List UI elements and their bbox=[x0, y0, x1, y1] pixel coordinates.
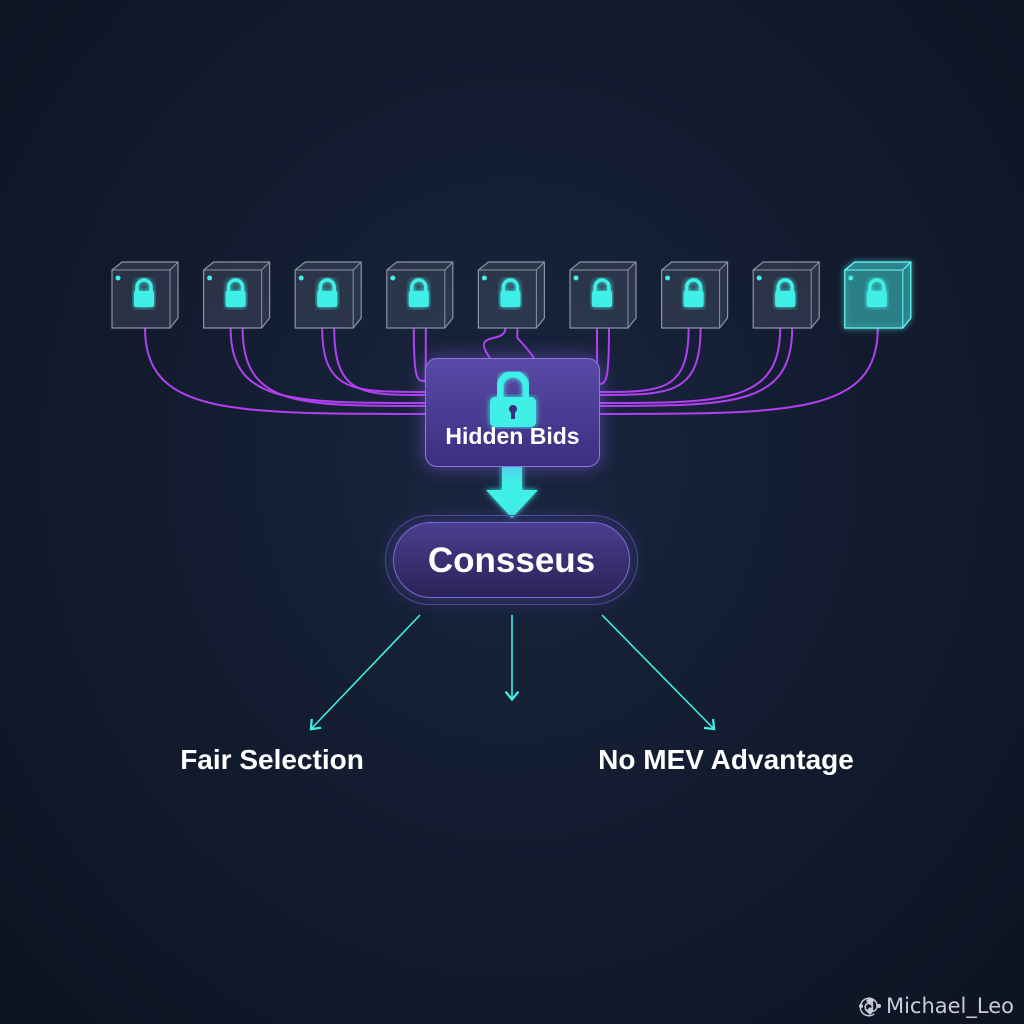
outcome-fair-selection: Fair Selection bbox=[180, 744, 364, 775]
node-cube bbox=[386, 261, 454, 329]
consensus-label: Consseus bbox=[427, 541, 596, 580]
bid-wire bbox=[482, 327, 507, 359]
lock-icon bbox=[866, 278, 887, 307]
consensus-outline bbox=[385, 515, 638, 605]
lock-icon bbox=[500, 278, 521, 307]
node-cube bbox=[203, 261, 271, 329]
node-cube bbox=[569, 261, 637, 329]
node-cube bbox=[294, 261, 362, 329]
bid-wire bbox=[516, 327, 535, 359]
diamond-logo-icon bbox=[859, 997, 882, 1015]
watermark: @ Michael_Leo bbox=[858, 994, 1014, 1018]
node-cube bbox=[477, 261, 545, 329]
consensus-node: Consseus bbox=[393, 522, 630, 598]
bid-wire bbox=[597, 327, 702, 396]
status-dot bbox=[298, 275, 304, 281]
bid-wire bbox=[597, 327, 610, 385]
lock-icon bbox=[592, 278, 612, 307]
node-cube bbox=[111, 261, 179, 329]
hidden-bids-box: Hidden Bids bbox=[425, 358, 600, 467]
bid-wire bbox=[321, 327, 426, 393]
status-dot bbox=[848, 275, 854, 281]
bid-wire bbox=[597, 327, 794, 407]
lock-icon bbox=[317, 278, 338, 307]
lock-icon bbox=[134, 278, 154, 307]
arrow-no-mev bbox=[601, 614, 716, 731]
lock-icon bbox=[775, 278, 796, 307]
lock-icon bbox=[408, 278, 429, 307]
bid-wire bbox=[241, 327, 426, 407]
status-dot bbox=[207, 275, 213, 281]
node-cube bbox=[752, 261, 820, 329]
down-arrow bbox=[486, 465, 538, 518]
node-cube bbox=[661, 261, 729, 329]
bid-wire bbox=[597, 327, 879, 415]
status-dot bbox=[481, 275, 487, 281]
status-dot bbox=[115, 275, 121, 281]
node-cube bbox=[844, 261, 912, 329]
lock-icon bbox=[225, 278, 246, 307]
arrow-fair-selection bbox=[309, 614, 421, 731]
bid-wire bbox=[597, 327, 782, 404]
lock-icon bbox=[683, 278, 704, 307]
watermark-text: @ Michael_Leo bbox=[858, 994, 1014, 1018]
bid-wire bbox=[144, 327, 426, 415]
status-dot bbox=[665, 275, 671, 281]
bid-wire bbox=[412, 327, 426, 382]
lock-icon bbox=[490, 370, 536, 427]
bid-wire bbox=[597, 327, 690, 393]
hidden-bids-label: Hidden Bids bbox=[445, 423, 580, 449]
status-dot bbox=[390, 275, 396, 281]
status-dot bbox=[756, 275, 762, 281]
outcome-no-mev-advantage: No MEV Advantage bbox=[598, 744, 854, 775]
bid-wire bbox=[333, 327, 426, 396]
status-dot bbox=[573, 275, 579, 281]
